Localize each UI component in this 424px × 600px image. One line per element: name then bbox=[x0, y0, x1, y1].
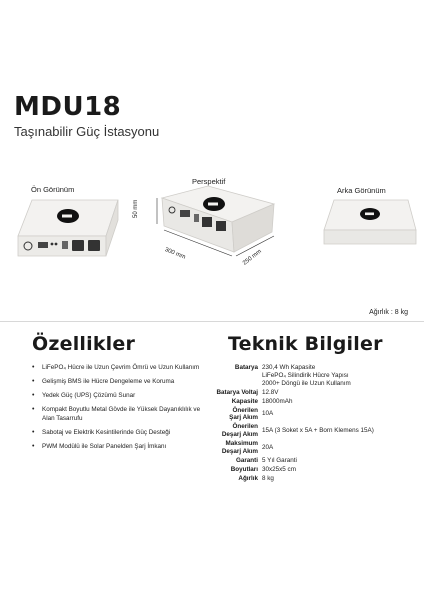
spec-key: Batarya Voltaj bbox=[216, 388, 258, 396]
spec-key: Garanti bbox=[235, 456, 258, 464]
spec-row: Ağırlık 8 kg bbox=[214, 475, 414, 483]
perspective-view-label: Perspektif bbox=[192, 177, 226, 186]
features-list: LiFePO₄ Hücre ile Uzun Çevrim Ömrü ve Uz… bbox=[30, 364, 210, 457]
back-view-image bbox=[323, 199, 417, 245]
spec-value: 12.8V bbox=[262, 388, 279, 396]
spec-value: 15A (3 Soket x 5A + Born Klemens 15A) bbox=[262, 427, 374, 435]
spec-key: Boyutları bbox=[230, 465, 258, 473]
spec-key: Batarya bbox=[234, 364, 258, 371]
spec-key: Önerilen Şarj Akım bbox=[229, 406, 258, 422]
spec-row: Garanti 5 Yıl Garanti bbox=[214, 457, 414, 465]
outlet-icon bbox=[72, 240, 84, 251]
usb-port-icon bbox=[62, 241, 68, 249]
feature-item: Gelişmiş BMS ile Hücre Dengeleme ve Koru… bbox=[30, 378, 210, 387]
spec-row: Kapasite 18000mAh bbox=[214, 398, 414, 406]
section-divider bbox=[0, 321, 424, 322]
spec-row: Önerilen Deşarj Akım 15A (3 Soket x 5A +… bbox=[214, 423, 414, 439]
feature-item: PWM Modülü ile Solar Panelden Şarj İmkan… bbox=[30, 443, 210, 452]
spec-key: Önerilen Deşarj Akım bbox=[221, 423, 258, 439]
spec-key: Ağırlık bbox=[238, 474, 258, 482]
features-title: Özellikler bbox=[32, 333, 136, 355]
perspective-view-image bbox=[156, 185, 276, 257]
spec-key: Maksimum Deşarj Akım bbox=[221, 440, 258, 455]
brand-logo-icon bbox=[203, 197, 225, 211]
spec-value: 20A bbox=[262, 444, 274, 451]
spec-row: Batarya 230,4 Wh Kapasite LiFePO₄ Silind… bbox=[214, 364, 414, 387]
spec-value: 18000mAh bbox=[262, 397, 293, 405]
specs-table: Batarya 230,4 Wh Kapasite LiFePO₄ Silind… bbox=[214, 364, 414, 484]
product-subtitle: Taşınabilir Güç İstasyonu bbox=[14, 124, 160, 139]
feature-item: LiFePO₄ Hücre ile Uzun Çevrim Ömrü ve Uz… bbox=[30, 364, 210, 373]
spec-row: Boyutları 30x25x5 cm bbox=[214, 466, 414, 474]
spec-row: Batarya Voltaj 12.8V bbox=[214, 389, 414, 397]
spec-value: 30x25x5 cm bbox=[262, 465, 296, 473]
spec-value: 230,4 Wh Kapasite LiFePO₄ Silindirik Hüc… bbox=[262, 364, 351, 387]
spec-row: Maksimum Deşarj Akım 20A bbox=[214, 440, 414, 456]
spec-value: 8 kg bbox=[262, 474, 274, 482]
spec-value: 10A bbox=[262, 410, 274, 418]
spec-row: Önerilen Şarj Akım 10A bbox=[214, 407, 414, 423]
front-view-label: Ön Görünüm bbox=[31, 185, 75, 194]
specs-title: Teknik Bilgiler bbox=[228, 333, 383, 355]
weight-note: Ağırlık : 8 kg bbox=[369, 309, 408, 316]
spec-value: 5 Yıl Garanti bbox=[262, 456, 297, 464]
product-title: MDU18 bbox=[14, 92, 122, 122]
feature-item: Kompakt Boyutlu Metal Gövde ile Yüksek D… bbox=[30, 406, 210, 423]
front-view-image bbox=[17, 199, 119, 257]
brand-logo-icon bbox=[360, 208, 380, 220]
power-button-icon bbox=[23, 241, 33, 251]
feature-item: Sabotaj ve Elektrik Kesintilerinde Güç D… bbox=[30, 429, 210, 438]
back-view-label: Arka Görünüm bbox=[337, 186, 386, 195]
spec-key: Kapasite bbox=[231, 397, 258, 405]
dimension-height: 50 mm bbox=[133, 199, 139, 218]
feature-item: Yedek Güç (UPS) Çözümü Sunar bbox=[30, 392, 210, 401]
brand-logo-icon bbox=[57, 209, 79, 223]
